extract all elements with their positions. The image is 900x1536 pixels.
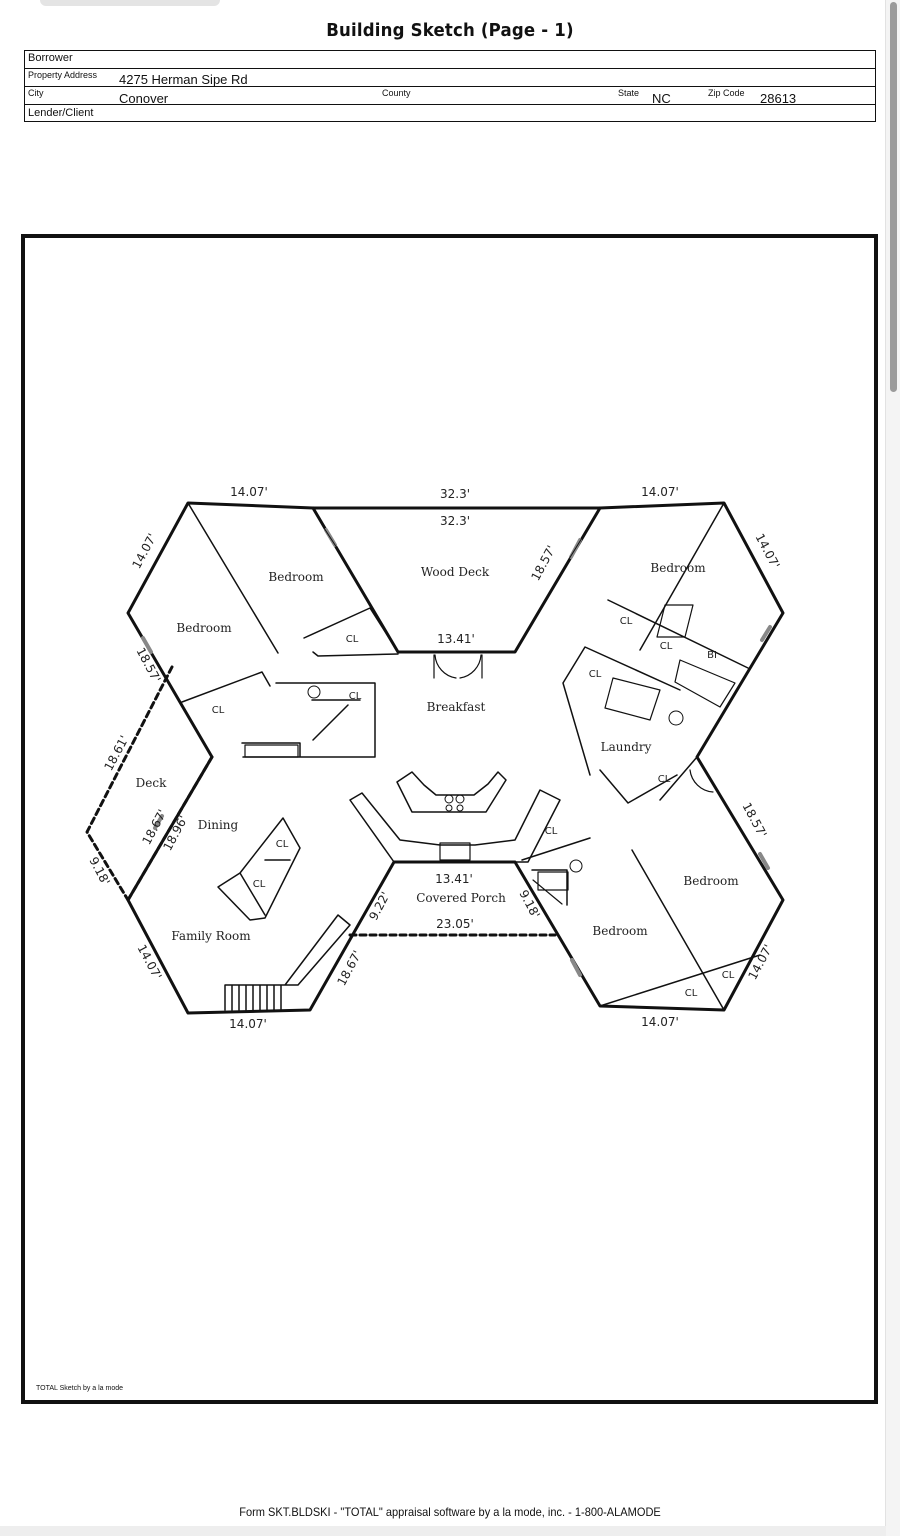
closet-label: CL [620,616,633,627]
scrollbar-thumb[interactable] [890,2,897,392]
dimension-label: 32.3' [440,514,470,528]
room-covered-porch: Covered Porch [416,891,506,905]
dimension-label: 14.07' [229,1017,267,1031]
exterior-wall [126,501,785,1015]
closet-label: CL [545,826,558,837]
dimension-label: 14.07' [641,485,679,499]
stove-burner-icon [444,794,454,804]
toilet-icon [307,685,321,699]
closet-label: CL [660,641,673,652]
stove-burner-icon [445,804,453,812]
room-wood-deck: Wood Deck [421,565,490,579]
sketch-credit: TOTAL Sketch by a la mode [36,1385,124,1392]
borrower-row: Borrower [25,51,875,69]
dimension-label: 9.18' [86,855,112,888]
page-title: Building Sketch (Page - 1) [326,20,574,41]
address-value: 4275 Herman Sipe Rd [119,72,248,87]
kitchen-counter [349,771,561,863]
zip-value: 28613 [760,91,797,106]
room-deck: Deck [136,776,167,790]
lender-row: Lender/Client [25,105,875,123]
borrower-label: Borrower [28,52,73,64]
stove-burner-icon [455,794,465,804]
dimension-label: 14.07' [230,485,268,499]
closet-label: CL [349,691,362,702]
interior-wall-top-right [562,502,749,804]
room-bedroom-right: Bedroom [683,874,739,888]
address-row: Property Address 4275 Herman Sipe Rd [25,69,875,87]
interior-wall-top-left [181,502,399,703]
top-shadow [40,0,220,6]
closet-label: CL [276,839,289,850]
county-label: County [382,88,411,98]
wood-deck-wall-left [311,506,602,654]
room-breakfast: Breakfast [427,700,486,714]
dimension-label: 13.41' [435,872,473,886]
room-bedroom-top-right: Bedroom [650,561,706,575]
city-row: City Conover County State NC Zip Code 28… [25,87,875,106]
toilet-icon [668,710,684,726]
state-value: NC [652,91,671,106]
window-frame [323,527,583,560]
closet-label: CL [658,774,671,785]
property-header-table: Borrower Property Address 4275 Herman Si… [24,50,876,122]
stove-burner-icon [456,804,464,812]
dimension-label: 13.41' [437,632,475,646]
closet-label: CL [685,988,698,999]
closet-label: CL [346,634,359,645]
dimension-label: 18.57' [528,543,558,583]
lender-label: Lender/Client [28,107,94,119]
scrollbar[interactable] [885,0,900,1536]
state-label: State [618,88,640,98]
interior-wall-bottom-right [521,756,761,1011]
room-laundry: Laundry [601,740,652,754]
dimension-label: 23.05' [436,917,474,931]
city-value: Conover [119,91,169,106]
city-label: City [28,88,44,98]
room-bedroom-bottom-right: Bedroom [592,924,648,938]
closet-label: CL [212,705,225,716]
room-labels: Bedroom Bedroom Wood Deck Bedroom Breakf… [136,561,740,943]
appliances [244,604,736,905]
room-bedroom-left: Bedroom [176,621,232,635]
closet-label: CL [722,970,735,981]
built-in-label: BI [707,650,717,661]
doors [433,654,714,793]
closet-labels: CL CL CL CL CL BI CL CL CL CL CL CL CL [212,616,735,999]
sketch-frame [21,234,878,1404]
address-label: Property Address [28,70,98,80]
zip-label: Zip Code [708,88,745,98]
dimension-label: 14.07' [641,1015,679,1029]
closet-family-room [217,817,301,921]
windows [141,528,772,977]
room-dining: Dining [198,818,239,832]
form-footer: Form SKT.BLDSKI - "TOTAL" appraisal soft… [239,1505,661,1519]
stair [224,914,351,1011]
room-family-room: Family Room [171,929,251,943]
interior-wall-bathroom [241,682,376,758]
deck-outline [85,665,557,937]
dimension-label: 18.67' [334,948,364,988]
closet-label: CL [589,669,602,680]
bottom-bar [0,1526,886,1536]
dimension-label: 32.3' [440,487,470,501]
toilet-icon [569,859,583,873]
closet-label: CL [253,879,266,890]
room-bedroom-top-left: Bedroom [268,570,324,584]
